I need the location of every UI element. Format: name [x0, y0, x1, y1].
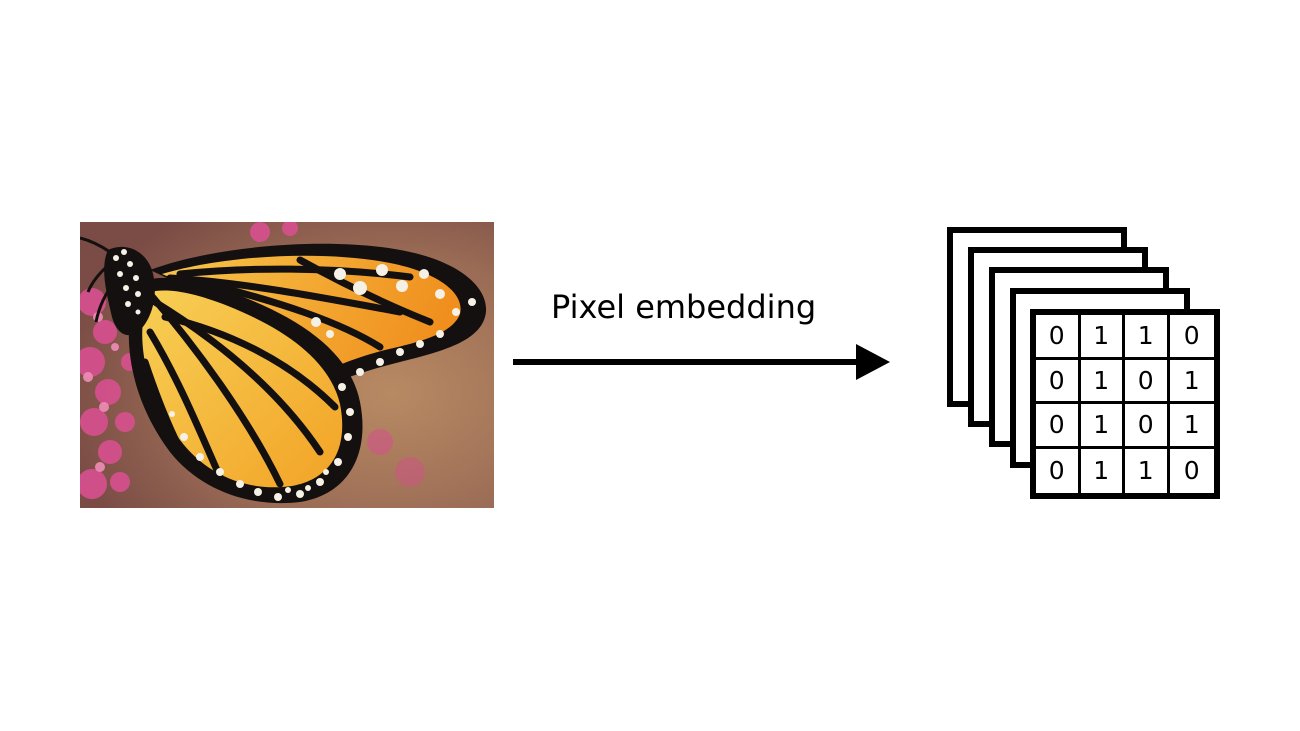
- matrix-cell: 0: [1036, 404, 1081, 449]
- arrow-head: [856, 344, 890, 380]
- butterfly-photo-illustration: [80, 222, 494, 508]
- matrix-cell: 0: [1036, 359, 1081, 404]
- matrix-cell: 1: [1080, 315, 1125, 360]
- butterfly-image: [80, 222, 494, 508]
- matrix-cell: 0: [1183, 456, 1200, 486]
- matrix-cell: 0: [1169, 315, 1214, 360]
- matrix-cell: 0: [1125, 404, 1170, 449]
- embedding-stack: 0 1 1 0 0 1 0 1 0 1 0 1 0 1 1 0: [944, 224, 1224, 504]
- matrix-cell: 1: [1081, 448, 1125, 493]
- arrow-label: Pixel embedding: [551, 288, 817, 326]
- matrix-cell: 1: [1080, 359, 1125, 404]
- matrix-cell: 0: [1036, 315, 1081, 360]
- matrix-cell: 1: [1169, 360, 1214, 404]
- matrix-cell: 0: [1125, 359, 1170, 404]
- matrix-cell: 1: [1125, 315, 1170, 360]
- matrix-cell: 1: [1169, 404, 1214, 449]
- right-arrow-icon: [513, 344, 890, 380]
- matrix-cell: 0: [1036, 448, 1081, 493]
- matrix-cell: 1: [1080, 404, 1125, 449]
- embedding-matrix: 0 1 1 0 0 1 0 1 0 1 0 1 0 1 1 0: [1030, 309, 1220, 499]
- matrix-cell: 1: [1125, 448, 1170, 493]
